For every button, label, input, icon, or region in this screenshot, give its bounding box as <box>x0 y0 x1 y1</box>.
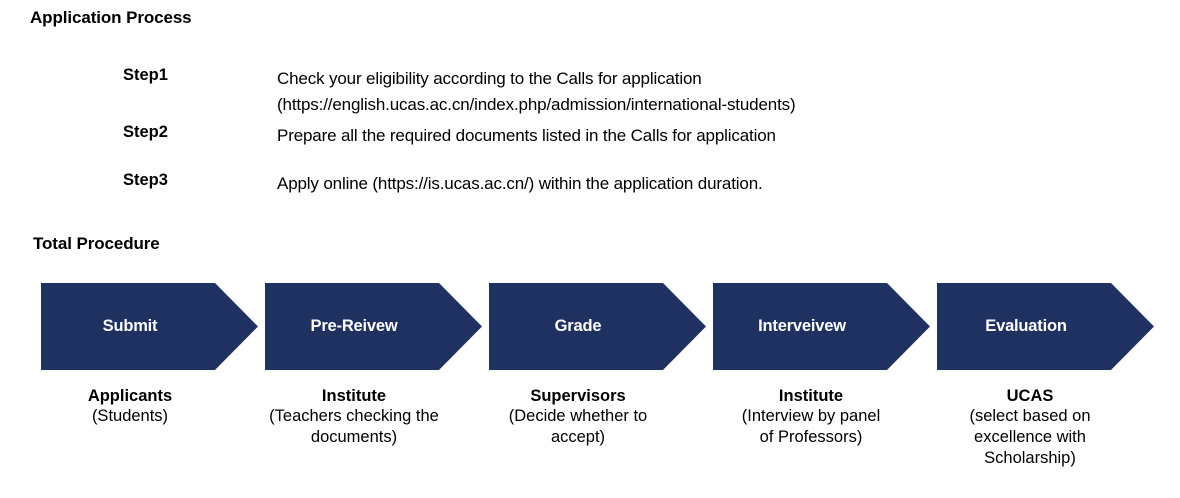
caption-sub-2: (Teachers checking the documents) <box>269 407 439 446</box>
caption-title-2: Institute <box>321 387 387 405</box>
step-1-text: Check your eligibility according to the … <box>277 69 796 114</box>
caption-title-3: Supervisors <box>530 387 626 405</box>
flow-stage-pre-review: Pre-Reivew <box>265 283 482 370</box>
flow-caption-4: Institute (Interview by panel of Profess… <box>733 386 889 448</box>
total-procedure-heading: Total Procedure <box>33 234 160 253</box>
flow-stage-submit: Submit <box>41 283 258 370</box>
chevron-arrow-icon: Pre-Reivew <box>265 283 482 370</box>
chevron-arrow-icon: Evaluation <box>937 283 1154 370</box>
caption-title-4: Institute <box>778 387 844 405</box>
application-process-heading: Application Process <box>30 8 192 27</box>
flow-stage-evaluation: Evaluation <box>937 283 1154 370</box>
caption-sub-4: (Interview by panel of Professors) <box>741 407 881 446</box>
caption-title-1: Applicants <box>87 387 173 405</box>
flow-stage-interview: Interveivew <box>713 283 930 370</box>
flow-caption-1: Applicants (Students) <box>41 386 219 427</box>
step-3-label: Step3 <box>123 171 168 189</box>
flow-stage-grade: Grade <box>489 283 706 370</box>
caption-sub-3: (Decide whether to accept) <box>508 407 648 446</box>
step-2-text: Prepare all the required documents liste… <box>277 126 776 145</box>
chevron-arrow-icon: Interveivew <box>713 283 930 370</box>
step-3-text: Apply online (https://is.ucas.ac.cn/) wi… <box>277 174 763 193</box>
caption-title-5: UCAS <box>1006 387 1054 405</box>
chevron-arrow-icon: Grade <box>489 283 706 370</box>
chevron-arrow-icon: Submit <box>41 283 258 370</box>
step-1-label: Step1 <box>123 66 168 84</box>
flow-caption-5: UCAS (select based on excellence with Sc… <box>945 386 1115 469</box>
step-2-label: Step2 <box>123 123 168 141</box>
flow-caption-2: Institute (Teachers checking the documen… <box>254 386 454 448</box>
caption-sub-1: (Students) <box>91 407 169 425</box>
flow-caption-3: Supervisors (Decide whether to accept) <box>489 386 667 448</box>
caption-sub-5: (select based on excellence with Scholar… <box>969 407 1091 467</box>
